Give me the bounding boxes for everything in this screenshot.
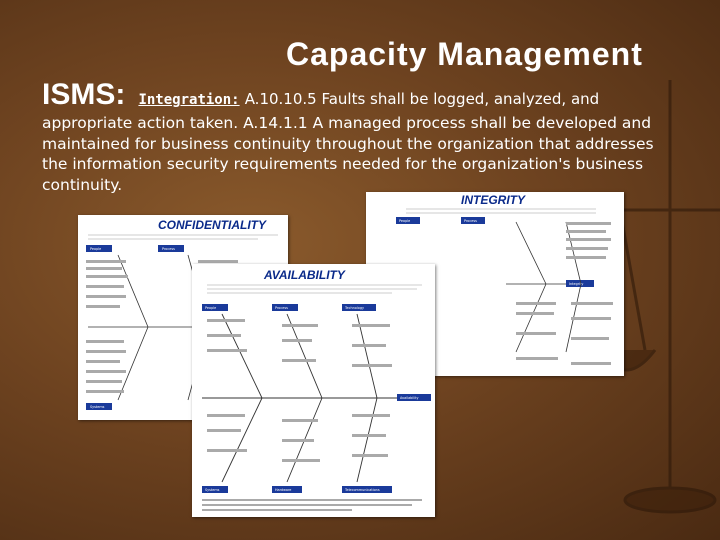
integrity-tag-process: Process — [464, 219, 477, 223]
slide-title: Capacity Management — [286, 36, 643, 72]
confidentiality-tag-process: Process — [162, 247, 175, 251]
isms-label: ISMS: — [42, 78, 126, 111]
slide-body-text: appropriate action taken. A.14.1.1 A man… — [42, 114, 654, 194]
integrity-tag-people: People — [399, 219, 410, 223]
integrity-tag-integrity: Integrity — [569, 282, 583, 286]
integration-label: Integration: — [138, 92, 240, 108]
availability-tag-technology: Technology — [344, 306, 364, 310]
integrity-title: INTEGRITY — [461, 193, 526, 207]
confidentiality-tag-people: People — [90, 247, 101, 251]
availability-tag-hardware: Hardware — [275, 488, 291, 492]
availability-tag-people: People — [205, 306, 216, 310]
availability-diagram: AVAILABILITY People Process Technology A… — [192, 264, 435, 517]
availability-tag-telecommunications: Telecommunications — [344, 488, 380, 492]
availability-title: AVAILABILITY — [263, 268, 346, 282]
availability-tag-process: Process — [275, 306, 288, 310]
availability-tag-availability: Availability — [400, 396, 418, 400]
availability-tag-systems: Systems — [205, 488, 220, 492]
isms-line: ISMS: Integration: A.10.10.5 Faults shal… — [42, 78, 599, 112]
confidentiality-title: CONFIDENTIALITY — [158, 218, 267, 232]
confidentiality-tag-systems: Systems — [90, 405, 105, 409]
isms-first-line: A.10.10.5 Faults shall be logged, analyz… — [244, 90, 600, 108]
